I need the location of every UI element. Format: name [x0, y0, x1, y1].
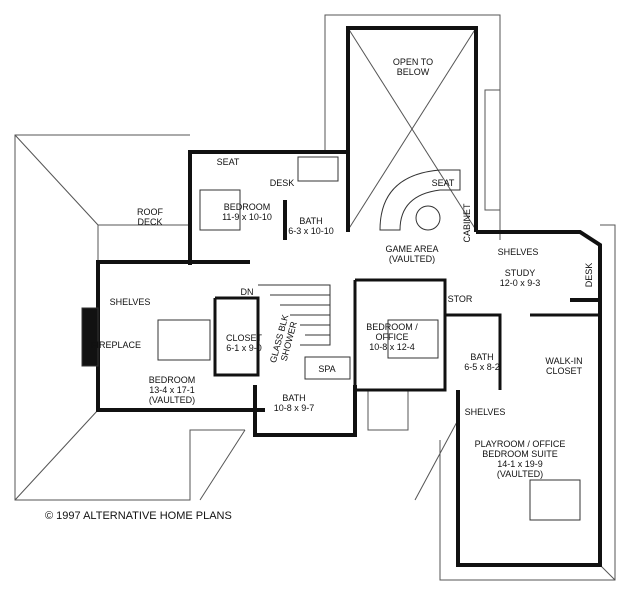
wall-bedroom-office [353, 278, 447, 392]
wall-playroom [456, 300, 602, 567]
label-game-area: GAME AREA(VAULTED) [385, 244, 439, 264]
bed-top [199, 189, 241, 231]
bed-play [529, 479, 581, 521]
label-dn: DN [240, 287, 254, 297]
label-open-to-below: OPEN TO BELOW [392, 57, 434, 77]
game-table [415, 205, 441, 231]
label-seat-game: SEAT [431, 178, 455, 188]
bed-office [387, 319, 439, 359]
label-shelves-play: SHELVES [464, 407, 506, 417]
wall-open-below [346, 26, 478, 232]
spa-tub [304, 356, 351, 380]
wall-bath-main [253, 385, 357, 437]
label-fireplace: FIREPLACE [90, 340, 142, 350]
wall-closet [213, 296, 260, 377]
label-shelves-study: SHELVES [497, 247, 539, 257]
label-cabinet: CABINET [462, 203, 472, 243]
stairs [258, 284, 331, 346]
roof-outline-left [14, 134, 245, 501]
label-stor: STOR [447, 294, 473, 304]
label-desk-study: DESK [584, 262, 594, 288]
wall-bedroom-top [188, 150, 350, 265]
wall-study [476, 230, 602, 302]
label-roof-deck: ROOF DECK [137, 207, 163, 227]
label-seat-top: SEAT [216, 157, 240, 167]
label-shelves-bedroom: SHELVES [109, 297, 151, 307]
fireplace-hearth [81, 307, 99, 367]
bed-main [157, 319, 211, 361]
copyright-text: © 1997 ALTERNATIVE HOME PLANS [45, 510, 232, 522]
wall-bath-mid [445, 313, 502, 390]
label-walkin-closet: WALK-IN CLOSET [545, 356, 583, 376]
label-spa: SPA [318, 364, 336, 374]
label-desk-top: DESK [269, 178, 295, 188]
curved-seat [379, 169, 461, 231]
tub-top [297, 156, 339, 182]
